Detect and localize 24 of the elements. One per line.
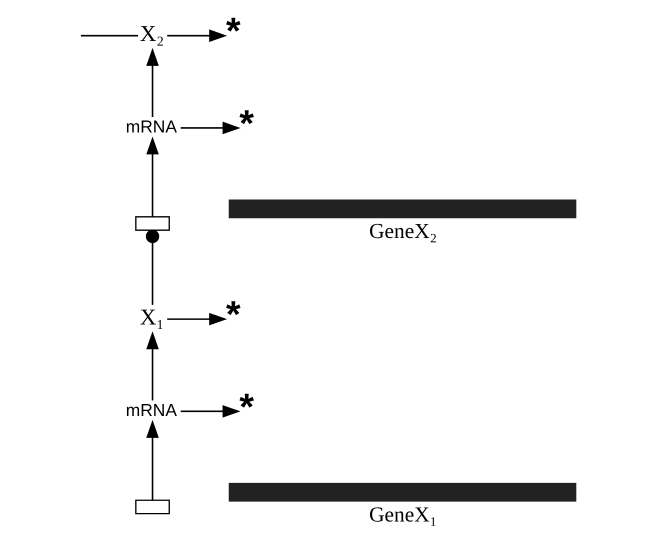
node-box (135, 500, 170, 514)
arrow (146, 48, 159, 118)
node-box (228, 482, 576, 502)
arrow (146, 136, 159, 217)
arrow (146, 420, 159, 500)
node-text: * (226, 10, 241, 52)
node-text: * (239, 385, 254, 428)
arrow (167, 312, 228, 326)
connector (80, 34, 138, 37)
arrow (167, 29, 228, 42)
node-text: mRNA (126, 116, 177, 136)
connector (146, 230, 160, 305)
node-text: * (226, 293, 241, 336)
node-text: X₁ (140, 304, 164, 330)
node-text: mRNA (126, 400, 177, 420)
arrow (146, 331, 159, 400)
node-text: X₂ (140, 21, 164, 46)
node-box (135, 216, 170, 231)
node-box (228, 199, 576, 218)
node-label: GeneX₁ (369, 502, 438, 526)
arrow (180, 405, 240, 418)
node-label: GeneX₂ (369, 218, 438, 243)
node-text: * (239, 102, 254, 144)
arrow (180, 122, 240, 134)
